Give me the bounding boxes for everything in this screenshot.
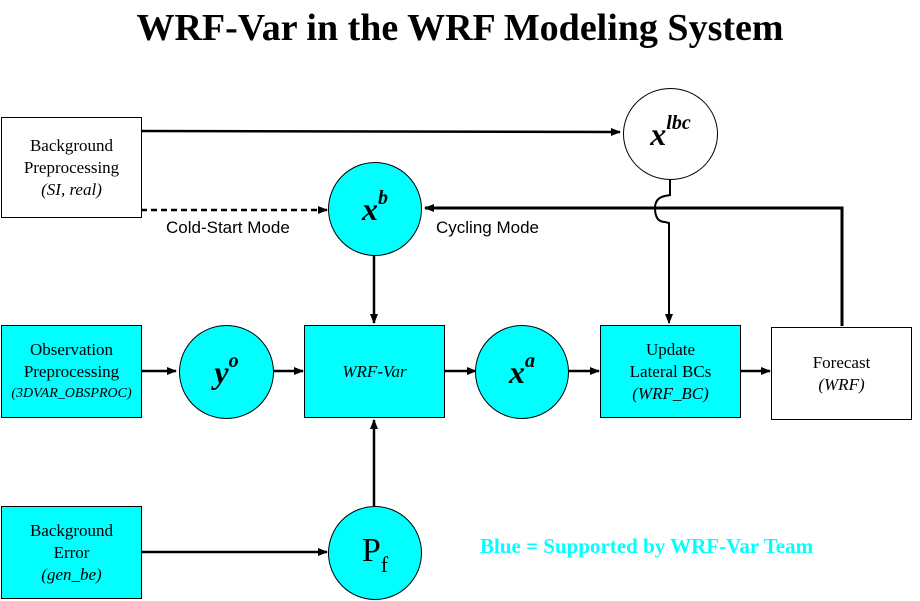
node-observation-preprocessing: Observation Preprocessing (3DVAR_OBSPROC… [1,325,142,418]
node-obs-line2: Preprocessing [23,361,120,381]
node-wrfvar-label: WRF-Var [342,361,407,381]
p-f-symbol: Pf [361,531,389,578]
edge-bg-to-xlbc [140,127,621,136]
node-bgerr-line3: (gen_be) [41,564,102,584]
edge-forecast-to-xb-cycling [424,204,844,326]
node-update-line3: (WRF_BC) [632,383,709,403]
node-p-f: Pf [328,506,422,600]
node-x-b: xb [328,162,422,256]
label-cycling-mode: Cycling Mode [436,218,539,237]
x-b-symbol: xb [362,186,388,227]
x-lbc-symbol: xlbc [650,111,691,152]
node-x-lbc: xlbc [623,88,718,180]
node-wrf-var: WRF-Var [304,325,445,418]
node-obs-line1: Observation [29,339,114,359]
node-update-line2: Lateral BCs [629,361,712,381]
node-bg-pre-line3: (SI, real) [41,179,102,199]
node-forecast-line2: (WRF) [818,374,865,394]
node-bgerr-line1: Background [29,520,114,540]
y-o-symbol: yo [214,349,239,390]
node-bgerr-line2: Error [53,542,90,562]
diagram-title: WRF-Var in the WRF Modeling System [136,7,784,49]
node-bg-pre-line2: Preprocessing [23,157,120,177]
node-x-a: xa [475,325,569,419]
legend-supported: Blue = Supported by WRF-Var Team [480,534,814,558]
node-background-error: Background Error (gen_be) [1,506,142,599]
node-update-line1: Update [645,339,696,359]
node-forecast-line1: Forecast [812,352,871,372]
label-cold-start-mode: Cold-Start Mode [166,218,290,237]
node-bg-pre-line1: Background [29,135,114,155]
node-background-preprocessing: Background Preprocessing (SI, real) [1,117,142,218]
node-obs-line3: (3DVAR_OBSPROC) [11,385,132,401]
node-update-lateral-bcs: Update Lateral BCs (WRF_BC) [600,325,741,418]
edge-xlbc-to-updatebcs [653,180,673,324]
node-y-o: yo [179,325,274,419]
x-a-symbol: xa [509,349,535,390]
node-forecast: Forecast (WRF) [771,327,912,420]
